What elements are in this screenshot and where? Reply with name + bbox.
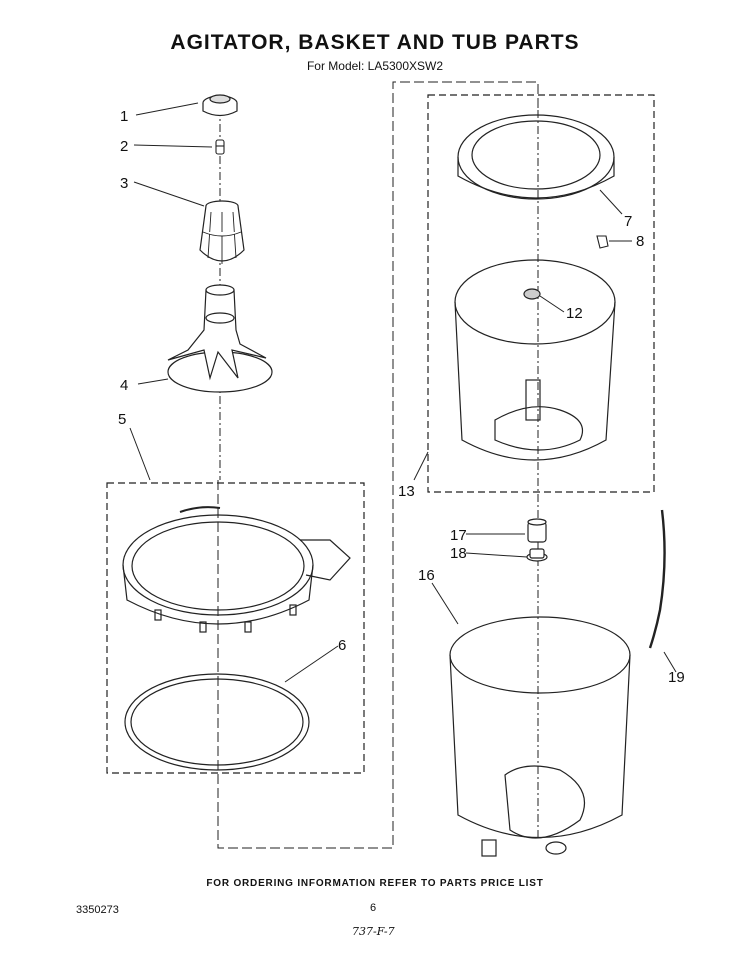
agitator-base-part <box>167 284 273 393</box>
callout-19: 19 <box>668 669 685 686</box>
callout-18: 18 <box>450 545 467 562</box>
wash-basket-part <box>454 259 616 461</box>
cam-stud-part <box>215 139 225 155</box>
balance-ring-part <box>457 114 615 200</box>
vent-hose-part <box>648 509 666 649</box>
callout-labels: 1 2 3 4 5 6 7 8 12 13 16 17 18 19 <box>118 108 685 686</box>
document-number: 3350273 <box>76 904 119 916</box>
group-box-5 <box>106 482 365 774</box>
callout-3: 3 <box>120 175 128 192</box>
callout-12: 12 <box>566 305 583 322</box>
tub-seal-part <box>124 673 310 771</box>
callout-16: 16 <box>418 567 435 584</box>
agitator-cap-part <box>202 94 238 117</box>
callout-1: 1 <box>120 108 128 125</box>
callout-8: 8 <box>636 233 644 250</box>
callout-6: 6 <box>338 637 346 654</box>
handwritten-note: 737-F-7 <box>352 925 395 938</box>
callout-5: 5 <box>118 411 126 428</box>
spline-nut-part <box>526 548 548 562</box>
agitator-barrel-part <box>199 200 245 264</box>
callout-4: 4 <box>120 377 128 394</box>
basket-clip-part <box>596 235 609 249</box>
page-number: 6 <box>370 902 377 914</box>
tub-ring-part <box>122 506 351 633</box>
callout-7: 7 <box>624 213 632 230</box>
callout-17: 17 <box>450 527 467 544</box>
drive-block-part <box>527 518 547 543</box>
callout-2: 2 <box>120 138 128 155</box>
callout-13: 13 <box>398 483 415 500</box>
outer-tub-part <box>449 616 631 857</box>
diagram-title: AGITATOR, BASKET AND TUB PARTS <box>170 31 580 54</box>
leader-lines <box>129 102 677 683</box>
assembly-centerlines <box>217 81 539 849</box>
group-box-13 <box>427 94 655 493</box>
model-subtitle: For Model: LA5300XSW2 <box>306 59 444 73</box>
ordering-note: FOR ORDERING INFORMATION REFER TO PARTS … <box>206 878 544 889</box>
